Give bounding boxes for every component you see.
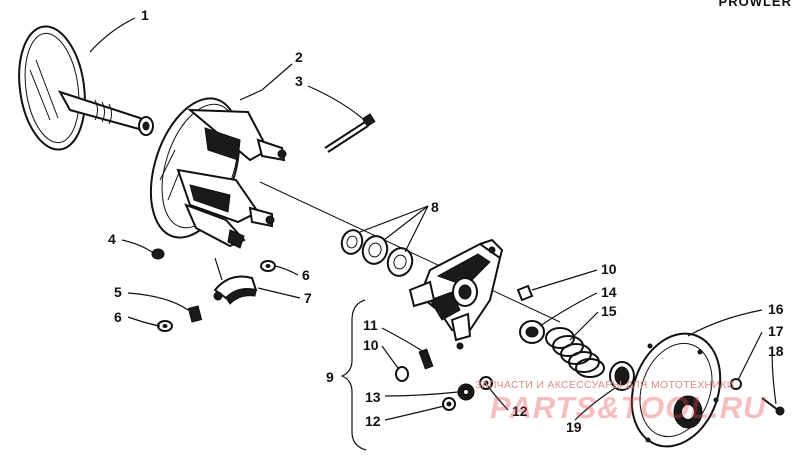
part-8-shim-washers: [340, 229, 414, 277]
watermark-logo: PARTS&TOOL.RU: [490, 390, 767, 425]
part-12-washer-left: [442, 397, 456, 411]
part-19-spring-cup: [609, 361, 635, 391]
callout-4: 4: [108, 231, 116, 247]
callout-10-lower: 10: [363, 337, 379, 353]
part-18-screw: [761, 397, 785, 416]
callout-12-left: 12: [365, 413, 381, 429]
callout-14: 14: [601, 284, 617, 300]
part-6-washer-upper: [260, 260, 276, 272]
part-17-washer: [730, 378, 742, 390]
part-13-bushing: [457, 383, 475, 401]
part-2-clutch-housing: [149, 97, 287, 249]
part-14-jam-nut: [519, 320, 545, 344]
callout-3: 3: [295, 73, 303, 89]
part-3-bolt: [324, 113, 376, 153]
callout-6-upper: 6: [302, 267, 310, 283]
part-16-cover-plate: [630, 332, 722, 448]
part-11-pin: [418, 348, 434, 370]
assembly-brace: [340, 299, 367, 451]
callout-9: 9: [326, 369, 334, 385]
leader-lines: [89, 17, 777, 421]
callout-8: 8: [431, 199, 439, 215]
callout-numbers: 1 2 3 4 5 6 6 7 8 9 10 10 11 12 12 13 14…: [108, 7, 784, 435]
part-12-washer-right: [479, 376, 493, 390]
callout-6-lower: 6: [114, 309, 122, 325]
part-10-roller-upper: [516, 284, 534, 302]
callout-13: 13: [365, 389, 381, 405]
part-4-nut: [151, 248, 165, 260]
part-10-roller-lower: [395, 366, 409, 382]
callout-12-right: 12: [512, 403, 528, 419]
part-7-weight-bracket: [213, 275, 258, 305]
callout-1: 1: [141, 7, 149, 23]
watermark-caption: ЗАПЧАСТИ И АКСЕССУАРЫ ДЛЯ МОТОТЕХНИКИ: [475, 379, 735, 391]
part-15-spring: [545, 327, 605, 378]
callout-5: 5: [114, 284, 122, 300]
callout-15: 15: [601, 303, 617, 319]
part-6-washer-lower: [157, 320, 173, 332]
callout-16: 16: [768, 301, 784, 317]
callout-18: 18: [768, 343, 784, 359]
callout-7: 7: [304, 290, 312, 306]
callout-10-upper: 10: [601, 261, 617, 277]
part-5-roller-pin: [187, 305, 203, 323]
callout-19: 19: [566, 419, 582, 435]
callout-2: 2: [295, 49, 303, 65]
callout-11: 11: [363, 317, 378, 333]
part-1-moveable-sheave: [18, 25, 154, 151]
part-9-spider-assembly: [408, 238, 504, 350]
corner-label: PROWLER: [718, 0, 792, 9]
callout-17: 17: [768, 323, 784, 339]
